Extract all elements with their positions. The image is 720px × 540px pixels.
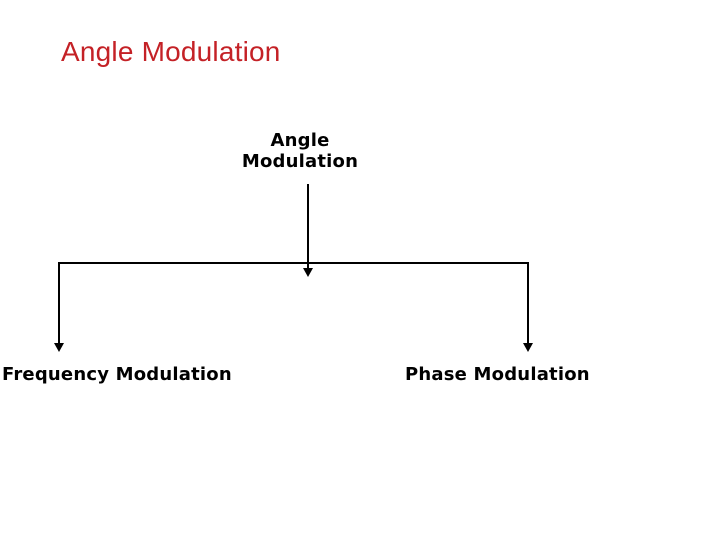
- root-arrowhead-icon: [303, 268, 313, 277]
- diagram-leaf-frequency-modulation: Frequency Modulation: [2, 364, 232, 385]
- diagram-leaf-phase-modulation: Phase Modulation: [405, 364, 590, 385]
- left-arrowhead-icon: [54, 343, 64, 352]
- right-arrowhead-icon: [523, 343, 533, 352]
- slide-title: Angle Modulation: [61, 36, 281, 67]
- diagram-root-node: Angle Modulation: [241, 130, 359, 172]
